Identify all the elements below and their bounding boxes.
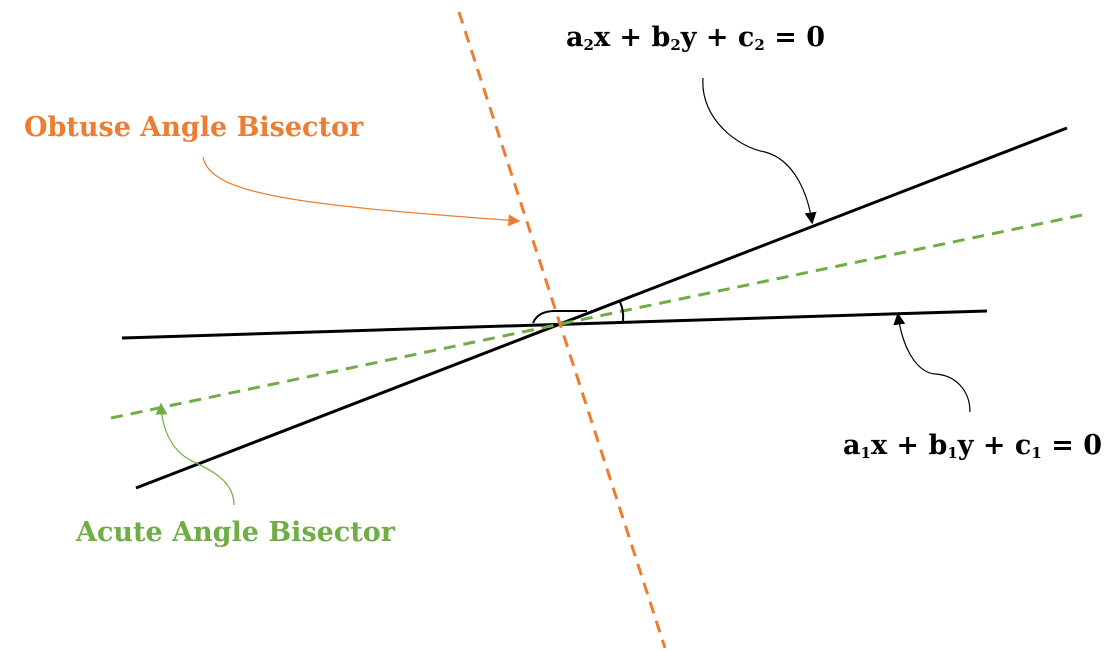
subscript: 2	[754, 36, 765, 54]
subscript: 2	[670, 36, 681, 54]
coef-b: b	[928, 430, 948, 461]
obtuse-angle-arc	[532, 310, 587, 324]
line-1	[121, 309, 988, 340]
acute-pointer-arrow	[155, 402, 235, 506]
term-y: y +	[680, 22, 738, 53]
subscript: 1	[1031, 444, 1042, 462]
term-x: x +	[593, 22, 652, 53]
coef-c: c	[737, 22, 755, 53]
acute-bisector-label: Acute Angle Bisector	[76, 517, 395, 548]
line-1-equation: a1x + b1y + c1 = 0	[843, 430, 1102, 462]
line-2-equation: a2x + b2y + c2 = 0	[566, 22, 825, 54]
subscript: 1	[947, 444, 958, 462]
coef-b: b	[651, 22, 671, 53]
line-1-pointer-arrow	[893, 312, 971, 413]
obtuse-bisector-line	[457, 11, 667, 649]
coef-a: a	[843, 430, 861, 461]
obtuse-bisector-label: Obtuse Angle Bisector	[24, 112, 364, 143]
line-2-pointer-arrow	[702, 77, 817, 225]
coef-c: c	[1014, 430, 1032, 461]
term-y: y +	[957, 430, 1015, 461]
coef-a: a	[566, 22, 584, 53]
line-2	[135, 126, 1068, 490]
rhs: = 0	[1041, 430, 1103, 461]
rhs: = 0	[764, 22, 826, 53]
acute-angle-arc	[619, 301, 625, 322]
subscript: 2	[583, 36, 594, 54]
term-x: x +	[870, 430, 929, 461]
obtuse-pointer-arrow	[202, 156, 521, 227]
acute-bisector-line	[110, 212, 1088, 420]
subscript: 1	[860, 444, 871, 462]
